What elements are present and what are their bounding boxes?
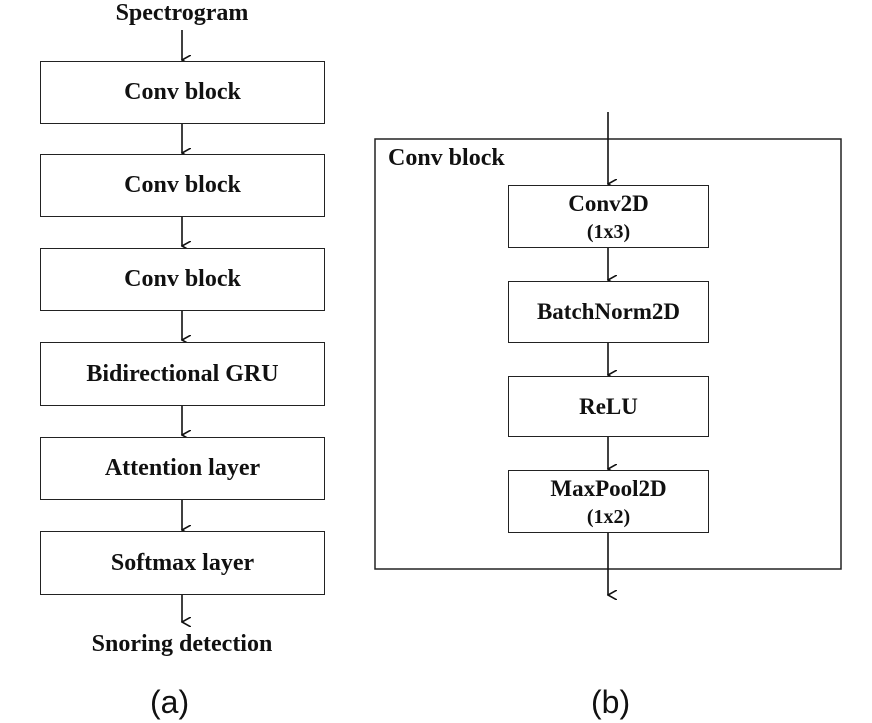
maxpool2d-param: (1x2) — [586, 505, 631, 528]
conv-block-title: Conv block — [388, 145, 505, 171]
relu-name: ReLU — [579, 393, 638, 419]
bidirectional-gru-block: Bidirectional GRU — [40, 342, 325, 406]
maxpool2d-layer: MaxPool2D (1x2) — [508, 470, 709, 533]
output-label: Snoring detection — [91, 631, 273, 657]
conv2d-layer: Conv2D (1x3) — [508, 185, 709, 248]
conv-block-1: Conv block — [40, 61, 325, 124]
maxpool2d-name: MaxPool2D — [550, 475, 667, 501]
caption-b: (b) — [591, 684, 631, 720]
conv-block-3: Conv block — [40, 248, 325, 311]
conv-block-2: Conv block — [40, 154, 325, 217]
conv2d-param: (1x3) — [586, 220, 631, 243]
batchnorm2d-layer: BatchNorm2D — [508, 281, 709, 343]
relu-layer: ReLU — [508, 376, 709, 437]
attention-layer-block: Attention layer — [40, 437, 325, 500]
batchnorm2d-name: BatchNorm2D — [536, 299, 681, 324]
softmax-layer-block: Softmax layer — [40, 531, 325, 595]
input-label: Spectrogram — [115, 0, 249, 26]
conv2d-name: Conv2D — [568, 190, 649, 216]
caption-a: (a) — [150, 684, 190, 720]
